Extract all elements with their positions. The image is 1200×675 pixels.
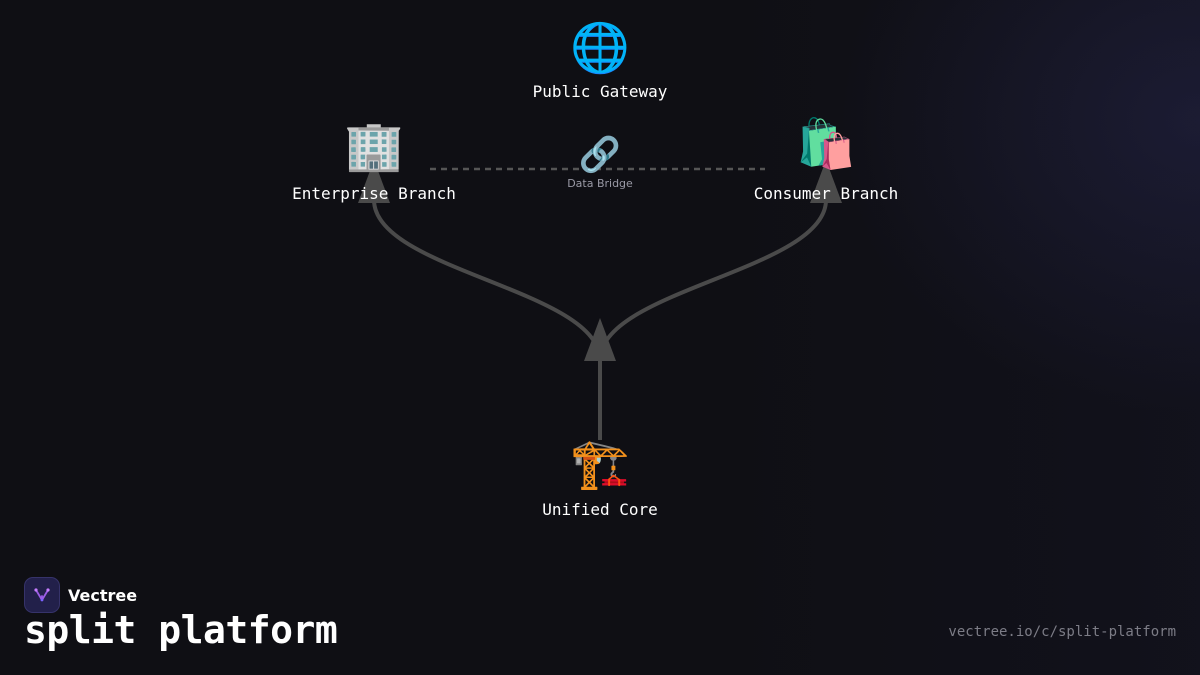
- brand[interactable]: Vectree: [24, 577, 137, 613]
- link-icon: 🔗: [579, 134, 621, 175]
- page-url[interactable]: vectree.io/c/split-platform: [948, 624, 1176, 640]
- edge-core-to-enterprise: [372, 199, 602, 440]
- node-unified-core[interactable]: 🏗️ Unified Core: [542, 436, 658, 519]
- node-label-unified-core: Unified Core: [542, 500, 658, 519]
- node-label-public-gateway: Public Gateway: [533, 82, 668, 101]
- arrowhead-consumer: [810, 160, 842, 203]
- construction-crane-icon: 🏗️: [570, 436, 630, 492]
- node-label-consumer-branch: Consumer Branch: [754, 184, 899, 203]
- office-building-icon: 🏢: [344, 118, 404, 174]
- node-consumer-branch[interactable]: 🛍️ Consumer Branch: [754, 116, 899, 203]
- shopping-bags-icon: 🛍️: [796, 116, 856, 172]
- globe-icon: 🌐: [570, 20, 630, 76]
- data-bridge[interactable]: 🔗 Data Bridge: [567, 134, 633, 190]
- node-public-gateway[interactable]: 🌐 Public Gateway: [533, 20, 668, 101]
- edge-core-to-consumer: [598, 199, 828, 361]
- vectree-logo-icon: [24, 577, 60, 613]
- bridge-label: Data Bridge: [567, 177, 633, 190]
- node-label-enterprise-branch: Enterprise Branch: [292, 184, 456, 203]
- arrowhead-enterprise: [358, 160, 390, 203]
- brand-name: Vectree: [68, 585, 138, 605]
- arrowhead-core: [584, 318, 616, 361]
- page-title: split platform: [24, 608, 338, 652]
- node-enterprise-branch[interactable]: 🏢 Enterprise Branch: [292, 118, 456, 203]
